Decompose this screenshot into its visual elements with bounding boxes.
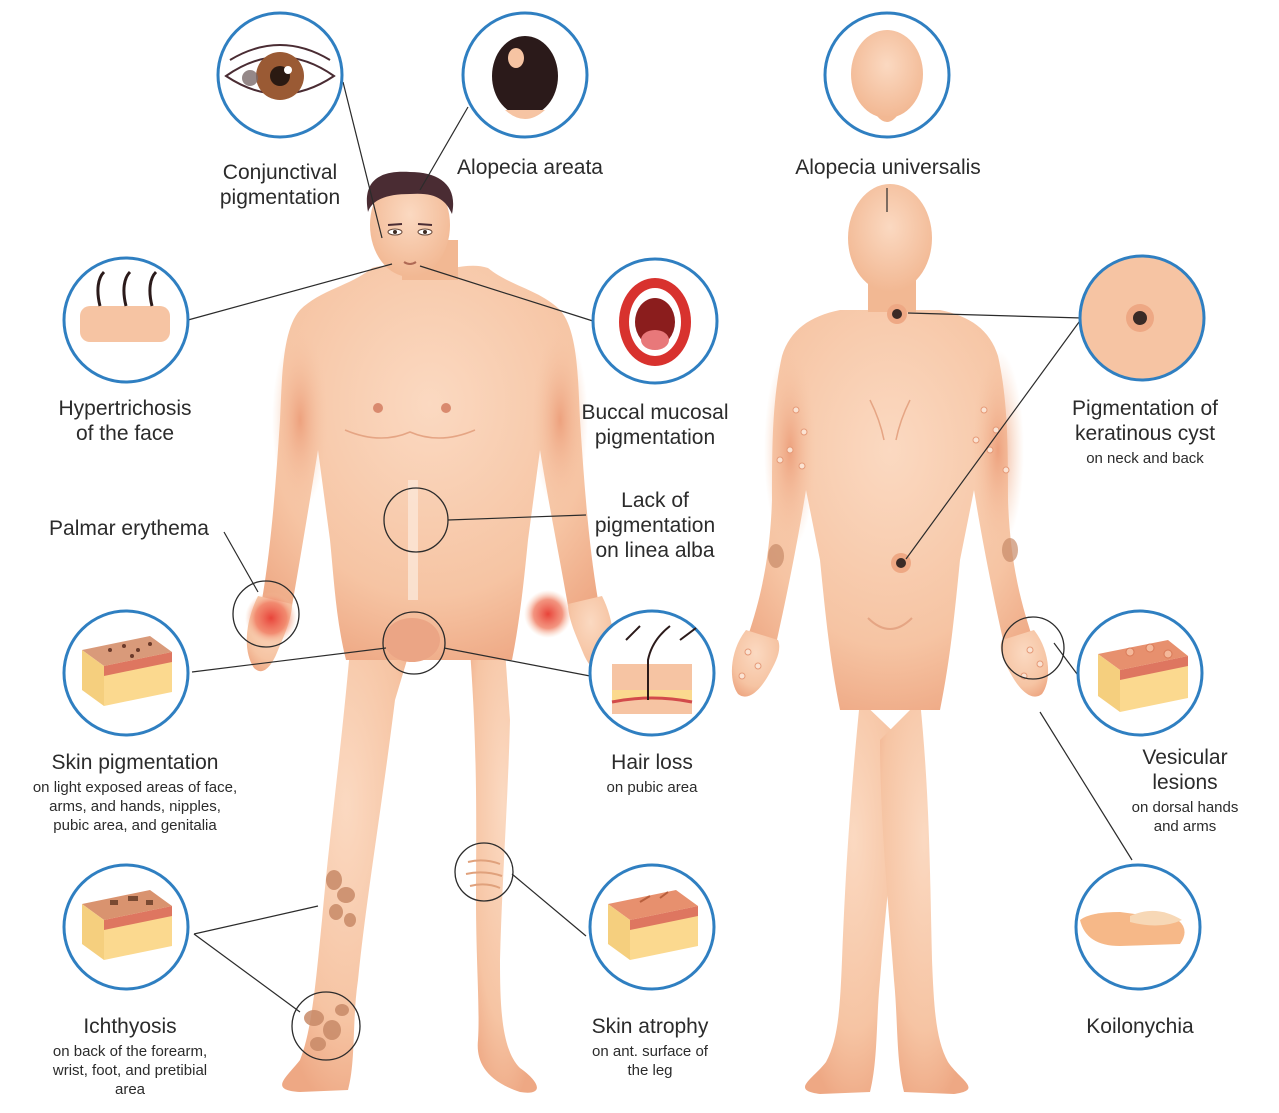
label-alopecia-universalis: Alopecia universalis [772,155,1004,180]
hair-loss-sub: on pubic area [572,779,732,798]
ichthyosis-title: Ichthyosis [25,1014,235,1039]
open-mouth-icon [593,259,717,383]
bald-head-icon [825,13,949,137]
vesicle-skin-icon [1078,611,1202,735]
vesicular-sub-line1: on dorsal hands [1100,799,1270,818]
hair-loss-title: Hair loss [572,750,732,775]
koilonychia-title: Koilonychia [1065,1014,1215,1039]
skin-atrophy-sub-line2: the leg [565,1062,735,1081]
hair-follicle-icon [590,611,714,735]
eye-icon [218,13,342,137]
conjunctival-title-line2: pigmentation [185,185,375,210]
buccal-title-line1: Buccal mucosal [555,400,755,425]
label-ichthyosis: Ichthyosis on back of the forearm, wrist… [25,1014,235,1099]
linea-alba-title-line2: pigmentation [580,513,730,538]
ichthyosis-sub-line1: on back of the forearm, [25,1043,235,1062]
hypertrichosis-title-line2: of the face [30,421,220,446]
back-body [732,184,1048,1094]
skin-pigmentation-title: Skin pigmentation [5,750,265,775]
hair-skin-icon [64,258,188,382]
vesicular-title-line1: Vesicular [1100,745,1270,770]
skin-atrophy-sub-line1: on ant. surface of [565,1043,735,1062]
scaly-skin-icon [64,865,188,989]
skin-pigmentation-sub-line2: arms, and hands, nipples, [5,798,265,817]
label-hair-loss: Hair loss on pubic area [572,750,732,798]
atrophic-skin-icon [590,865,714,989]
spoon-nail-icon [1076,865,1200,989]
palmar-title: Palmar erythema [24,516,234,541]
label-linea-alba: Lack of pigmentation on linea alba [580,488,730,564]
label-skin-atrophy: Skin atrophy on ant. surface of the leg [565,1014,735,1081]
conjunctival-title-line1: Conjunctival [185,160,375,185]
label-conjunctival-pigmentation: Conjunctival pigmentation [185,160,375,210]
label-keratinous-cyst: Pigmentation of keratinous cyst on neck … [1050,396,1240,469]
label-skin-pigmentation: Skin pigmentation on light exposed areas… [5,750,265,835]
label-palmar-erythema: Palmar erythema [24,516,234,541]
keratinous-cyst-title-line1: Pigmentation of [1050,396,1240,421]
skin-atrophy-title: Skin atrophy [565,1014,735,1039]
ichthyosis-sub-line2: wrist, foot, and pretibial [25,1062,235,1081]
linea-alba-title-line3: on linea alba [580,538,730,563]
vesicular-title-line2: lesions [1100,770,1270,795]
cyst-icon [1080,256,1204,380]
label-vesicular-lesions: Vesicular lesions on dorsal hands and ar… [1100,745,1270,837]
ichthyosis-sub-line3: area [25,1081,235,1100]
skin-pigmentation-sub-line1: on light exposed areas of face, [5,779,265,798]
scalp-patch-icon [463,13,587,137]
label-alopecia-areata: Alopecia areata [430,155,630,180]
pigmented-skin-icon [64,611,188,735]
alopecia-universalis-title: Alopecia universalis [772,155,1004,180]
label-buccal-mucosal: Buccal mucosal pigmentation [555,400,755,450]
skin-pigmentation-sub-line3: pubic area, and genitalia [5,817,265,836]
alopecia-areata-title: Alopecia areata [430,155,630,180]
label-hypertrichosis: Hypertrichosis of the face [30,396,220,446]
label-koilonychia: Koilonychia [1065,1014,1215,1039]
buccal-title-line2: pigmentation [555,425,755,450]
hypertrichosis-title-line1: Hypertrichosis [30,396,220,421]
linea-alba-title-line1: Lack of [580,488,730,513]
keratinous-cyst-title-line2: keratinous cyst [1050,421,1240,446]
keratinous-cyst-sub: on neck and back [1050,450,1240,469]
vesicular-sub-line2: and arms [1100,818,1270,837]
